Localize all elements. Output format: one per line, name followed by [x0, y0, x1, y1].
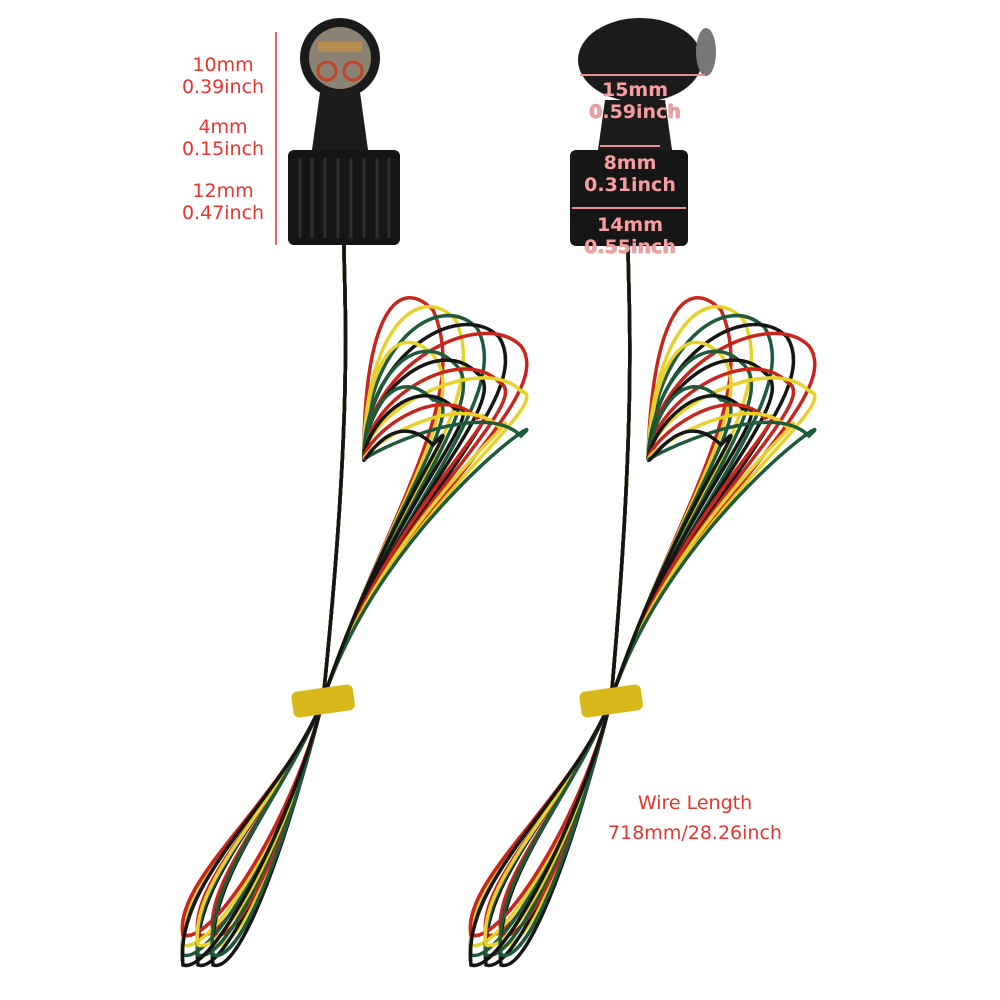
wire	[498, 244, 817, 958]
right-wire-tie	[579, 684, 643, 718]
right-lens-housing	[578, 18, 702, 102]
left-turn-signal-light	[275, 18, 400, 245]
wire	[468, 244, 733, 967]
wire-bundle-right	[468, 244, 817, 967]
wire-length-value: 718mm/28.26inch	[608, 822, 782, 844]
right-lens	[696, 28, 716, 76]
right-stem	[598, 100, 672, 150]
left-heatsink	[288, 150, 400, 245]
wire-length-label: Wire Length	[637, 792, 753, 814]
right-heatsink	[570, 150, 688, 246]
wire	[180, 244, 445, 938]
wire	[195, 244, 508, 948]
wire	[180, 244, 445, 967]
left-lens	[309, 27, 371, 89]
wire-length-annotation: Wire Length 718mm/28.26inch	[590, 788, 800, 848]
left-stem	[312, 92, 368, 150]
right-turn-signal-light	[570, 18, 716, 246]
wire-bundle-left	[180, 244, 529, 967]
left-wire-tie	[291, 684, 355, 718]
wire	[210, 244, 529, 958]
